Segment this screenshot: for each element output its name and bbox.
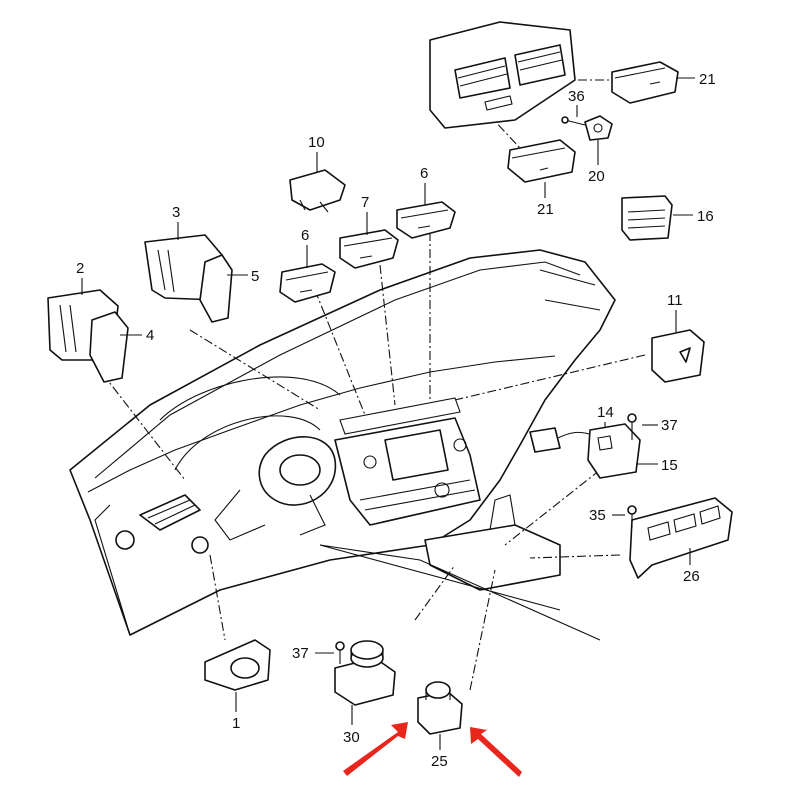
callout-14: 14	[597, 404, 614, 421]
switch-7	[339, 229, 399, 269]
callout-37-upper: 37	[661, 417, 678, 434]
callout-11: 11	[667, 292, 683, 309]
switch-6-left	[279, 263, 336, 303]
module-14	[529, 423, 641, 479]
callout-25: 25	[431, 753, 448, 770]
callout-36: 36	[568, 88, 585, 105]
callout-2: 2	[76, 260, 84, 277]
sensor-20	[584, 115, 613, 141]
red-arrow-right	[470, 727, 522, 777]
callout-5: 5	[251, 268, 259, 285]
callout-15: 15	[661, 457, 678, 474]
switch-21-lower	[507, 139, 576, 183]
callout-3: 3	[172, 204, 180, 221]
callout-1: 1	[232, 715, 240, 732]
callout-10: 10	[308, 134, 325, 151]
callout-30: 30	[343, 729, 360, 746]
callout-37-lower: 37	[292, 645, 309, 662]
highlight-arrows	[343, 722, 522, 777]
screw-35	[627, 505, 637, 528]
control-knob-25	[417, 681, 463, 735]
vent-16	[621, 195, 673, 241]
screw-37-lower	[335, 641, 345, 664]
screw-37-upper	[627, 413, 637, 440]
callout-20: 20	[588, 168, 605, 185]
callout-26: 26	[683, 568, 700, 585]
screw-36	[561, 116, 586, 126]
control-knob-30	[334, 640, 396, 706]
callout-16: 16	[697, 208, 714, 225]
rear-vent-housing	[429, 21, 576, 129]
light-switch-1	[204, 639, 271, 691]
switch-4	[89, 311, 129, 383]
callout-21-upper: 21	[699, 71, 716, 88]
callout-6-right: 6	[420, 165, 428, 182]
leader-lines	[81, 77, 695, 750]
callout-7: 7	[361, 194, 369, 211]
callout-6-left: 6	[301, 227, 309, 244]
control-panel-26	[629, 497, 733, 579]
dashboard-assembly	[69, 249, 616, 641]
hazard-switch-11	[651, 329, 705, 383]
callout-4: 4	[146, 327, 154, 344]
switch-5	[199, 254, 233, 323]
callout-21-lower: 21	[537, 201, 554, 218]
red-arrow-left	[343, 722, 408, 776]
callout-labels: 10 3 2 4 5 6 7 6 11 14 37 15 16 21 36 20…	[76, 71, 716, 770]
callout-35: 35	[589, 507, 606, 524]
part-10-sensor	[289, 169, 346, 213]
switch-6-right	[396, 201, 456, 239]
switch-21-upper	[611, 61, 679, 104]
